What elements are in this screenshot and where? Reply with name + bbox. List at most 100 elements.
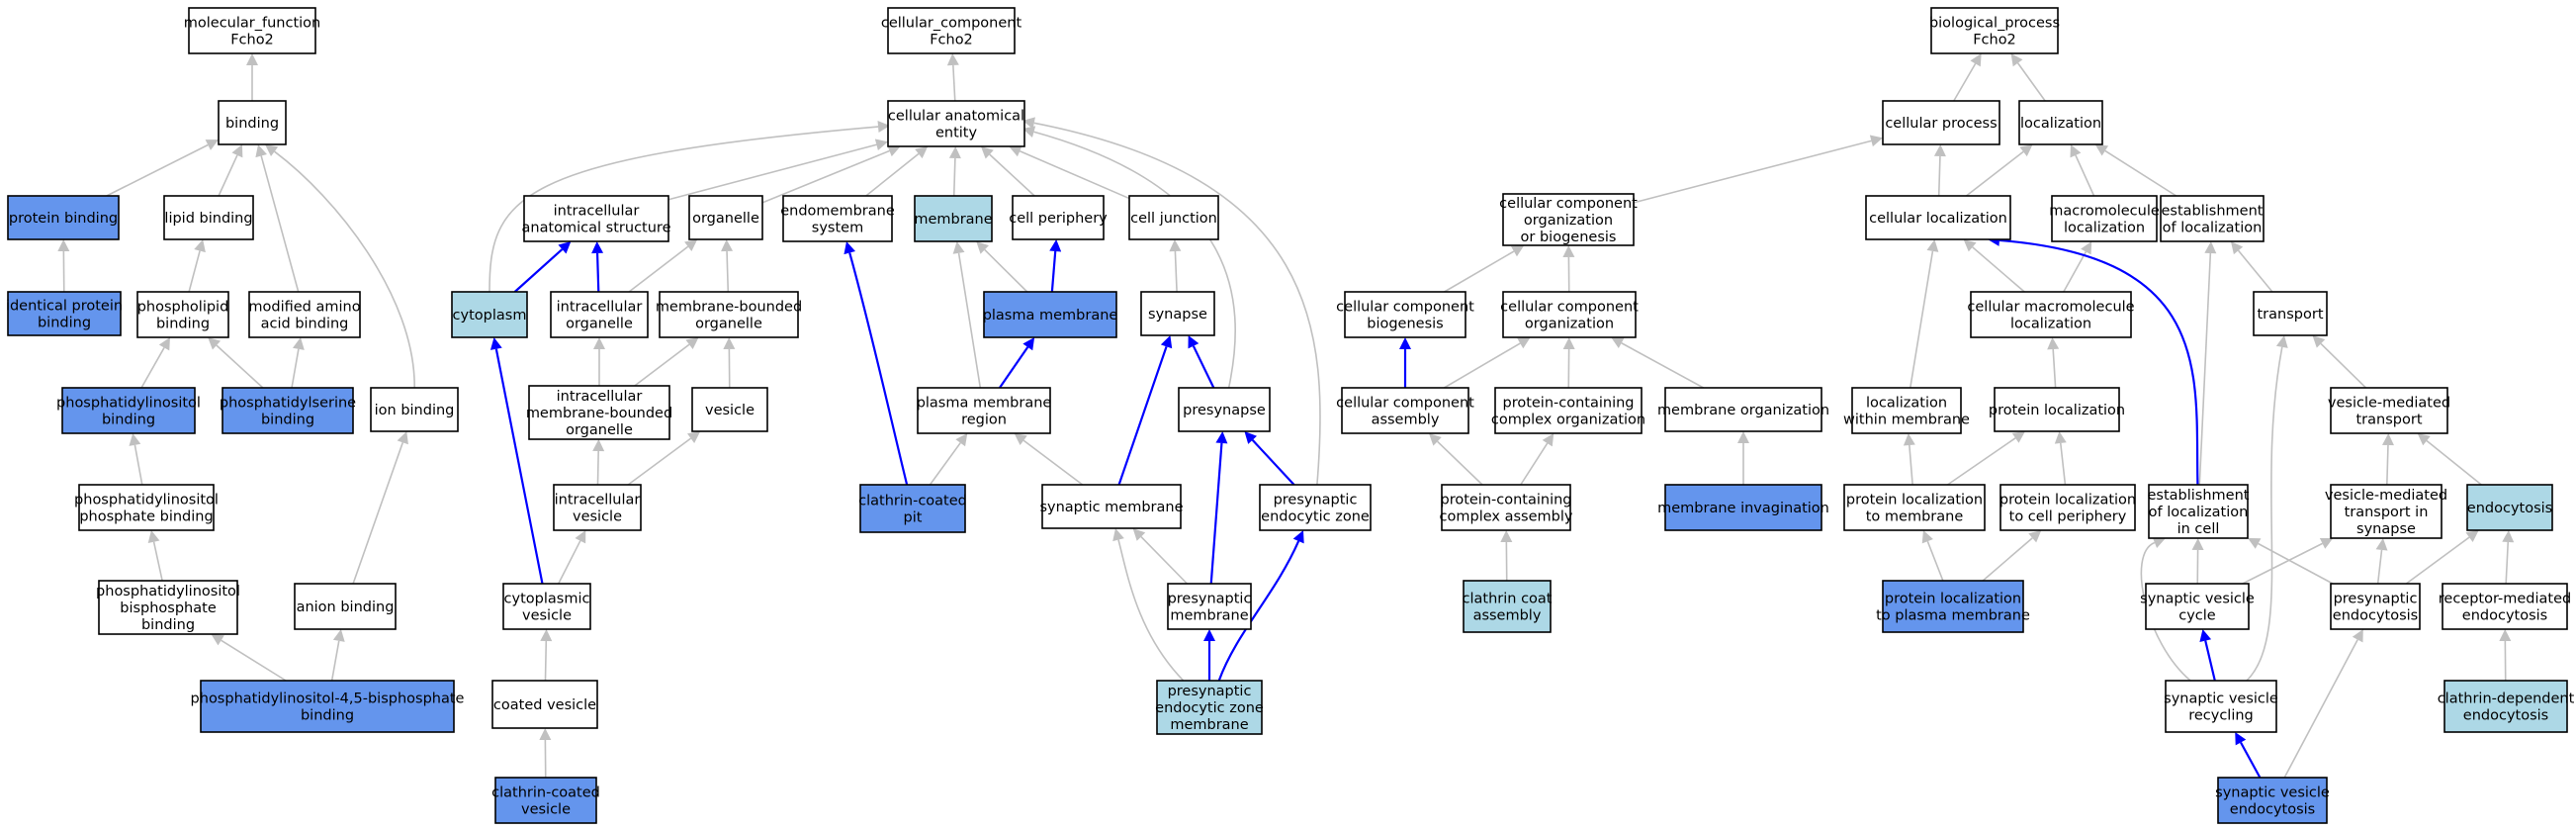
arrowhead-imbo-to-membrane-bounded-organelle — [685, 337, 699, 350]
node-label-line: anion binding — [297, 600, 395, 615]
node-label-line: cellular component — [1499, 196, 1638, 212]
node-label-line: binding — [225, 116, 279, 132]
node-protein-localization[interactable]: protein localization — [1989, 387, 2125, 432]
edge-presynaptic-endocytic-zone-to-presynapse — [1251, 439, 1295, 486]
edge-presynaptic-endocytic-zone-to-cae — [1033, 122, 1321, 486]
node-box — [200, 680, 455, 733]
arrowhead-intracellular-vesicle-to-vesicle — [687, 431, 701, 443]
node-transport[interactable]: transport — [2253, 291, 2328, 336]
node-protein-binding[interactable]: protein binding — [7, 195, 120, 240]
node-binding[interactable]: binding — [218, 100, 287, 145]
edge-cytoplasm-to-cae — [489, 126, 879, 293]
node-label-line: protein localization — [1885, 592, 2021, 607]
arrowhead-cytoplasmic-vesicle-to-intracellular-vesicle — [575, 530, 586, 544]
node-cell-junction[interactable]: cell junction — [1128, 195, 1219, 240]
arrowhead-cco-to-ccob — [1562, 245, 1575, 258]
node-synaptic-membrane[interactable]: synaptic membrane — [1039, 484, 1184, 529]
node-membrane-invagination[interactable]: membrane invagination — [1657, 484, 1829, 531]
node-box — [1502, 291, 1637, 338]
edge-phospholipid-binding-to-lipid-binding — [188, 250, 201, 293]
node-organelle[interactable]: organelle — [688, 195, 763, 240]
arrowhead-eolic-to-establishment-of-localization — [2204, 241, 2217, 254]
node-cellular-localization[interactable]: cellular localization — [1865, 195, 2011, 240]
node-label-line: establishment — [2162, 204, 2264, 220]
node-label-line: cellular component — [1336, 300, 1474, 316]
node-pip2-binding[interactable]: phosphatidylinositol-4,5-bisphosphatebin… — [191, 680, 465, 733]
node-lipid-binding[interactable]: lipid binding — [163, 195, 254, 240]
node-coated-vesicle[interactable]: coated vesicle — [491, 680, 598, 729]
edge-cca-to-cco — [1443, 342, 1521, 389]
node-membrane-organization[interactable]: membrane organization — [1657, 387, 1829, 432]
node-endocytosis[interactable]: endocytosis — [2466, 484, 2553, 531]
node-presynapse[interactable]: presynapse — [1178, 387, 1271, 432]
node-label-line: or biogenesis — [1521, 230, 1617, 245]
node-cytoplasm[interactable]: cytoplasm — [451, 291, 528, 338]
arrowhead-presynaptic-endocytosis-to-eolic — [2248, 537, 2262, 549]
arrowhead-intracellular-organelle-to-ias — [591, 241, 604, 254]
arrowhead-presynaptic-membrane-to-synaptic-membrane — [1132, 528, 1146, 541]
node-label-line: cytoplasm — [453, 308, 527, 323]
node-label-line: system — [812, 221, 863, 236]
node-membrane[interactable]: membrane — [914, 195, 993, 242]
node-box — [2145, 583, 2250, 630]
node-cellular-process[interactable]: cellular process — [1882, 100, 2000, 145]
node-synapse[interactable]: synapse — [1140, 291, 1215, 336]
edge-ptdser-binding-to-phospholipid-binding — [216, 344, 264, 389]
node-box — [2443, 680, 2568, 733]
node-localization[interactable]: localization — [2018, 100, 2103, 145]
node-vesicle[interactable]: vesicle — [691, 387, 768, 432]
node-anion-binding[interactable]: anion binding — [294, 583, 397, 630]
node-cell-periphery[interactable]: cell periphery — [1009, 195, 1108, 240]
graph-edges — [57, 53, 2515, 779]
node-plasma-membrane[interactable]: plasma membrane — [983, 291, 1118, 338]
node-ion-binding[interactable]: ion binding — [370, 387, 459, 432]
